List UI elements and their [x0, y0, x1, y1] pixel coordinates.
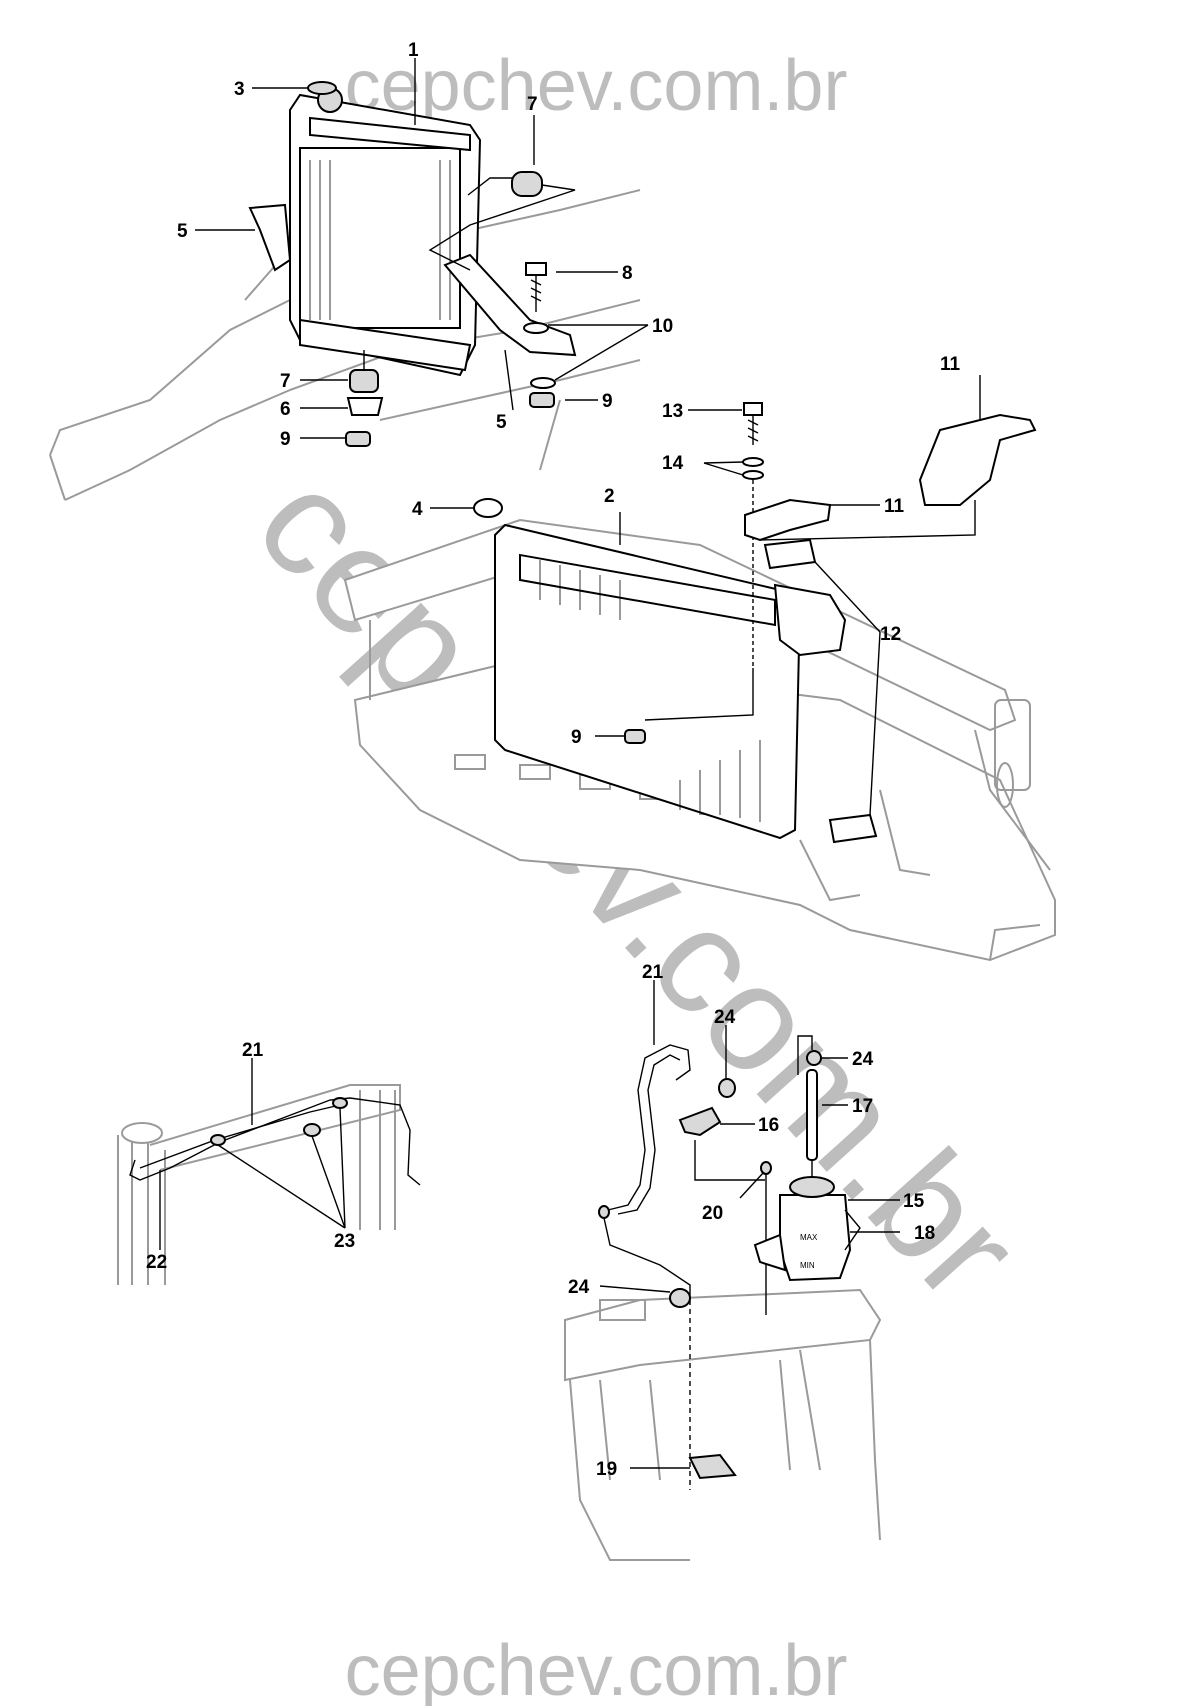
filler-cap-16 — [678, 1106, 722, 1137]
rubber-mount-lower — [349, 369, 379, 393]
tank-min-label: MIN — [800, 1261, 815, 1270]
bracket-11b — [744, 498, 832, 542]
watermark-top: cepchev.com.br — [345, 46, 848, 126]
callout-21: 21 — [242, 1040, 264, 1061]
callout-labels: 1 3 7 5 8 10 7 9 6 5 9 11 13 14 2 11 4 1… — [146, 40, 961, 1480]
radiator-cap — [307, 81, 337, 95]
callout-4: 4 — [412, 499, 423, 520]
bolt-8 — [525, 262, 547, 312]
hose-ring-4 — [473, 498, 503, 518]
callout-9: 9 — [602, 391, 613, 412]
callout-17: 17 — [852, 1096, 873, 1117]
bracket-left — [248, 203, 292, 272]
washer-14a — [742, 457, 764, 467]
tank-max-label: MAX — [800, 1233, 818, 1242]
tank-detail-right: MAX MIN — [564, 1035, 882, 1561]
bolt-13 — [743, 402, 763, 445]
tank-bracket-18 — [753, 1233, 787, 1272]
callout-5: 5 — [177, 221, 188, 242]
callout-5: 5 — [496, 412, 507, 433]
nut-9a — [529, 392, 555, 408]
callout-20: 20 — [702, 1203, 723, 1224]
washer-14b — [742, 470, 764, 480]
callout-24: 24 — [852, 1049, 874, 1070]
callout-23: 23 — [334, 1231, 355, 1252]
radiator-top — [289, 81, 482, 377]
callout-24: 24 — [714, 1007, 736, 1028]
bracket-12a — [763, 538, 817, 570]
clip-24b — [806, 1050, 822, 1066]
hose-detail-left — [117, 1084, 421, 1285]
clip-19 — [688, 1453, 737, 1480]
clip-24c — [669, 1288, 691, 1308]
callout-10: 10 — [652, 316, 673, 337]
callout-11: 11 — [884, 496, 905, 517]
callout-18: 18 — [914, 1223, 935, 1244]
washer-10a — [523, 322, 549, 334]
callout-22: 22 — [146, 1252, 167, 1273]
callout-19: 19 — [596, 1459, 617, 1480]
callout-6: 6 — [280, 399, 291, 420]
callout-24: 24 — [568, 1277, 590, 1298]
callout-9: 9 — [571, 727, 582, 748]
callout-8: 8 — [622, 263, 633, 284]
clip-24a — [718, 1078, 736, 1098]
callout-13: 13 — [662, 401, 683, 422]
callout-15: 15 — [903, 1191, 925, 1212]
bracket-12b — [828, 813, 878, 844]
callout-21: 21 — [642, 962, 664, 983]
bracket-11a — [918, 413, 1037, 506]
callout-14: 14 — [662, 453, 684, 474]
callout-7: 7 — [527, 94, 538, 115]
leader-lines — [159, 58, 981, 1469]
rubber-mount-upper — [511, 171, 543, 197]
callout-9: 9 — [280, 429, 291, 450]
watermark-bottom: cepchev.com.br — [345, 1631, 848, 1706]
callout-2: 2 — [604, 486, 615, 507]
clip-6 — [346, 397, 384, 416]
callout-11: 11 — [940, 354, 961, 375]
callout-7: 7 — [280, 371, 291, 392]
callout-16: 16 — [758, 1115, 779, 1136]
nut-9b — [345, 431, 371, 447]
radiator-main — [494, 523, 847, 840]
callout-12: 12 — [880, 624, 901, 645]
pipe-17 — [806, 1069, 818, 1161]
washer-10b — [530, 377, 556, 389]
nut-9c — [624, 729, 646, 744]
callout-3: 3 — [234, 79, 245, 100]
callout-1: 1 — [408, 40, 419, 61]
